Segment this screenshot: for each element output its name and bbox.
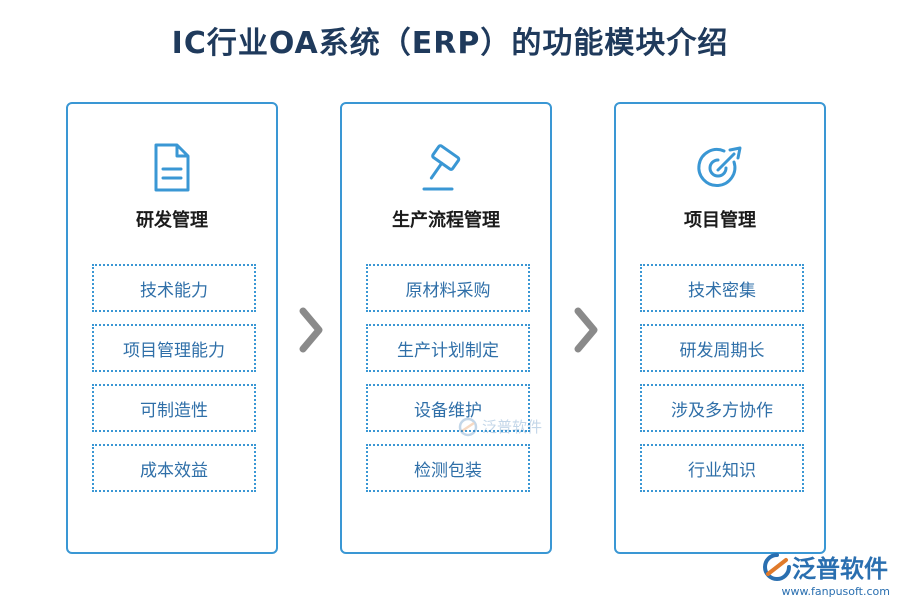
gavel-icon bbox=[342, 142, 550, 194]
document-icon bbox=[68, 142, 276, 194]
module-item: 原材料采购 bbox=[366, 264, 530, 312]
watermark-text: 泛普软件 bbox=[482, 418, 543, 436]
module-card-project: 项目管理 技术密集 研发周期长 涉及多方协作 行业知识 bbox=[614, 102, 826, 554]
module-card-rd: 研发管理 技术能力 项目管理能力 可制造性 成本效益 bbox=[66, 102, 278, 554]
module-item: 技术密集 bbox=[640, 264, 804, 312]
module-item: 成本效益 bbox=[92, 444, 256, 492]
brand-logo: 泛普软件 bbox=[762, 549, 888, 584]
logo-text: 泛普软件 bbox=[792, 555, 888, 583]
logo-url: www.fanpusoft.com bbox=[781, 585, 890, 598]
module-item: 可制造性 bbox=[92, 384, 256, 432]
module-item: 生产计划制定 bbox=[366, 324, 530, 372]
module-card-production: 生产流程管理 原材料采购 生产计划制定 设备维护 检测包装 bbox=[340, 102, 552, 554]
module-heading: 研发管理 bbox=[136, 210, 208, 231]
module-item-list: 原材料采购 生产计划制定 设备维护 检测包装 bbox=[366, 264, 530, 504]
module-item: 技术能力 bbox=[92, 264, 256, 312]
page-title: IC行业OA系统（ERP）的功能模块介绍 bbox=[171, 26, 729, 61]
module-item: 检测包装 bbox=[366, 444, 530, 492]
logo-mark-icon bbox=[763, 552, 791, 581]
chevron-right-icon bbox=[574, 307, 598, 353]
module-item: 研发周期长 bbox=[640, 324, 804, 372]
chevron-right-icon bbox=[299, 307, 323, 353]
module-item: 项目管理能力 bbox=[92, 324, 256, 372]
watermark: 泛普软件 bbox=[458, 416, 542, 437]
module-item-list: 技术能力 项目管理能力 可制造性 成本效益 bbox=[92, 264, 256, 504]
target-icon bbox=[616, 142, 824, 194]
module-item: 行业知识 bbox=[640, 444, 804, 492]
module-heading: 生产流程管理 bbox=[392, 210, 500, 231]
module-item-list: 技术密集 研发周期长 涉及多方协作 行业知识 bbox=[640, 264, 804, 504]
module-heading: 项目管理 bbox=[684, 210, 756, 231]
module-item: 设备维护 bbox=[366, 384, 530, 432]
module-item: 涉及多方协作 bbox=[640, 384, 804, 432]
logo-mark-icon bbox=[458, 417, 478, 436]
